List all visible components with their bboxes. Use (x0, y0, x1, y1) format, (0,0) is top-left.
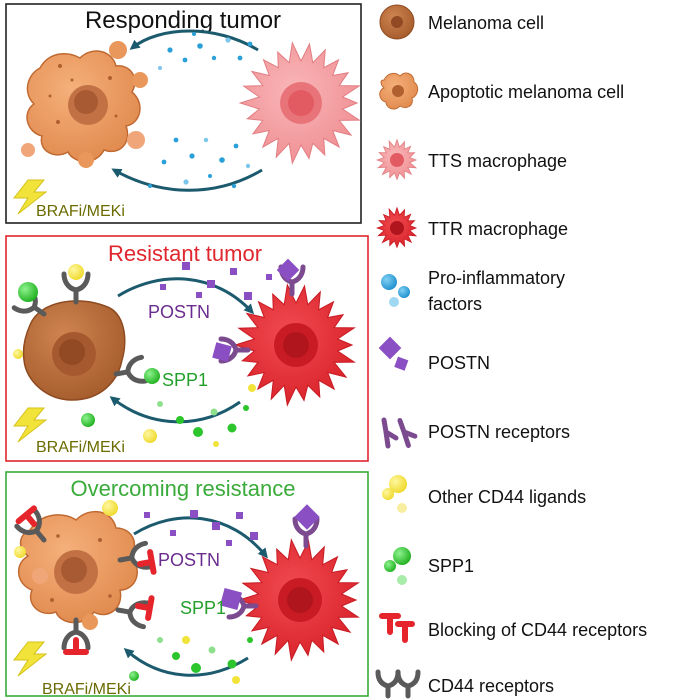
legend-label: Pro-inflammatory (428, 268, 565, 288)
legend-label: TTR macrophage (428, 219, 568, 239)
postn-scatter (160, 262, 272, 300)
ttr-macrophage (237, 538, 360, 662)
apoptotic-melanoma-cell (21, 41, 148, 168)
cd44-blocker (66, 640, 86, 652)
arrow-tumor-to-macrophage (133, 516, 268, 559)
arrow-macrophage-to-tumor-top (129, 29, 259, 52)
panel-resistant: Resistant tumor POSTN SPP1 (5, 235, 369, 462)
arrow-tumor-to-macrophage (117, 277, 255, 315)
postn-square (212, 342, 232, 362)
legend-label: POSTN receptors (428, 422, 570, 442)
lightning-bolt-icon (12, 641, 48, 677)
spp1-scatter (129, 636, 253, 684)
panel-resistant-postn-label: POSTN (148, 302, 210, 322)
panel-responding-drug: BRAFi/MEKi (36, 203, 125, 220)
panel-responding: Responding tumor (5, 3, 362, 224)
panel-overcoming-drug: BRAFi/MEKi (42, 681, 131, 698)
ttr-macrophage (233, 283, 356, 407)
legend-label: TTS macrophage (428, 151, 567, 171)
legend-label-line2: factors (428, 294, 482, 314)
lightning-bolt-icon (12, 407, 48, 443)
tts-macrophage (238, 41, 361, 165)
panel-overcoming-frame (5, 471, 369, 697)
spp1-scatter (13, 349, 256, 447)
pro-inflammatory-factors-icon (381, 274, 410, 307)
legend-label: Melanoma cell (428, 13, 544, 33)
legend-label: CD44 receptors (428, 676, 554, 696)
arrow-macrophage-to-tumor (109, 396, 241, 424)
cd44-ligand-ball (68, 264, 84, 280)
tts-macrophage-icon (376, 138, 418, 181)
legend-label: POSTN (428, 353, 490, 373)
pro-inflammatory-factors-cloud (148, 32, 253, 189)
melanoma-cell (22, 300, 126, 401)
spp1-ball (18, 282, 38, 302)
panel-overcoming: Overcoming resistance (5, 471, 369, 698)
postn-square (294, 504, 320, 530)
cd44-ligand-icon (382, 475, 407, 513)
legend: Melanoma cell Apoptotic melanoma cell TT… (375, 4, 647, 699)
cd44-blocker-icon (379, 613, 415, 643)
panel-overcoming-title: Overcoming resistance (71, 476, 296, 501)
panel-overcoming-spp1-label: SPP1 (180, 598, 226, 618)
postn-square (219, 587, 243, 611)
legend-label: Blocking of CD44 receptors (428, 620, 647, 640)
postn-square (276, 258, 300, 282)
panel-overcoming-postn-label: POSTN (158, 550, 220, 570)
panel-responding-title: Responding tumor (85, 7, 281, 34)
lightning-bolt-icon (12, 179, 48, 215)
cd44-blocker (138, 552, 153, 574)
apoptotic-melanoma-cell (18, 510, 138, 630)
ttr-macrophage-icon (376, 206, 418, 249)
postn-scatter (144, 510, 258, 546)
postn-icon (378, 336, 409, 371)
melanoma-cell-icon (379, 4, 415, 40)
apoptotic-cell-icon (379, 72, 419, 110)
cd44-receptor (116, 598, 148, 626)
panel-resistant-spp1-label: SPP1 (162, 370, 208, 390)
cd44-ligand-ball (102, 500, 118, 516)
panel-responding-frame (5, 3, 362, 224)
postn-receptor-icon (381, 417, 418, 449)
spp1-ball (144, 368, 160, 384)
panel-resistant-frame (5, 235, 369, 462)
cd44-blocker (136, 596, 151, 618)
legend-label: SPP1 (428, 556, 474, 576)
spp1-icon (384, 547, 411, 585)
panel-resistant-drug: BRAFi/MEKi (36, 439, 125, 456)
panel-resistant-title: Resistant tumor (108, 241, 262, 266)
legend-label: Apoptotic melanoma cell (428, 82, 624, 102)
arrow-macrophage-to-tumor-bottom (111, 168, 263, 192)
cd44-receptor-icon (375, 669, 421, 699)
legend-label: Other CD44 ligands (428, 487, 586, 507)
cd44-ligand-ball (14, 546, 26, 558)
